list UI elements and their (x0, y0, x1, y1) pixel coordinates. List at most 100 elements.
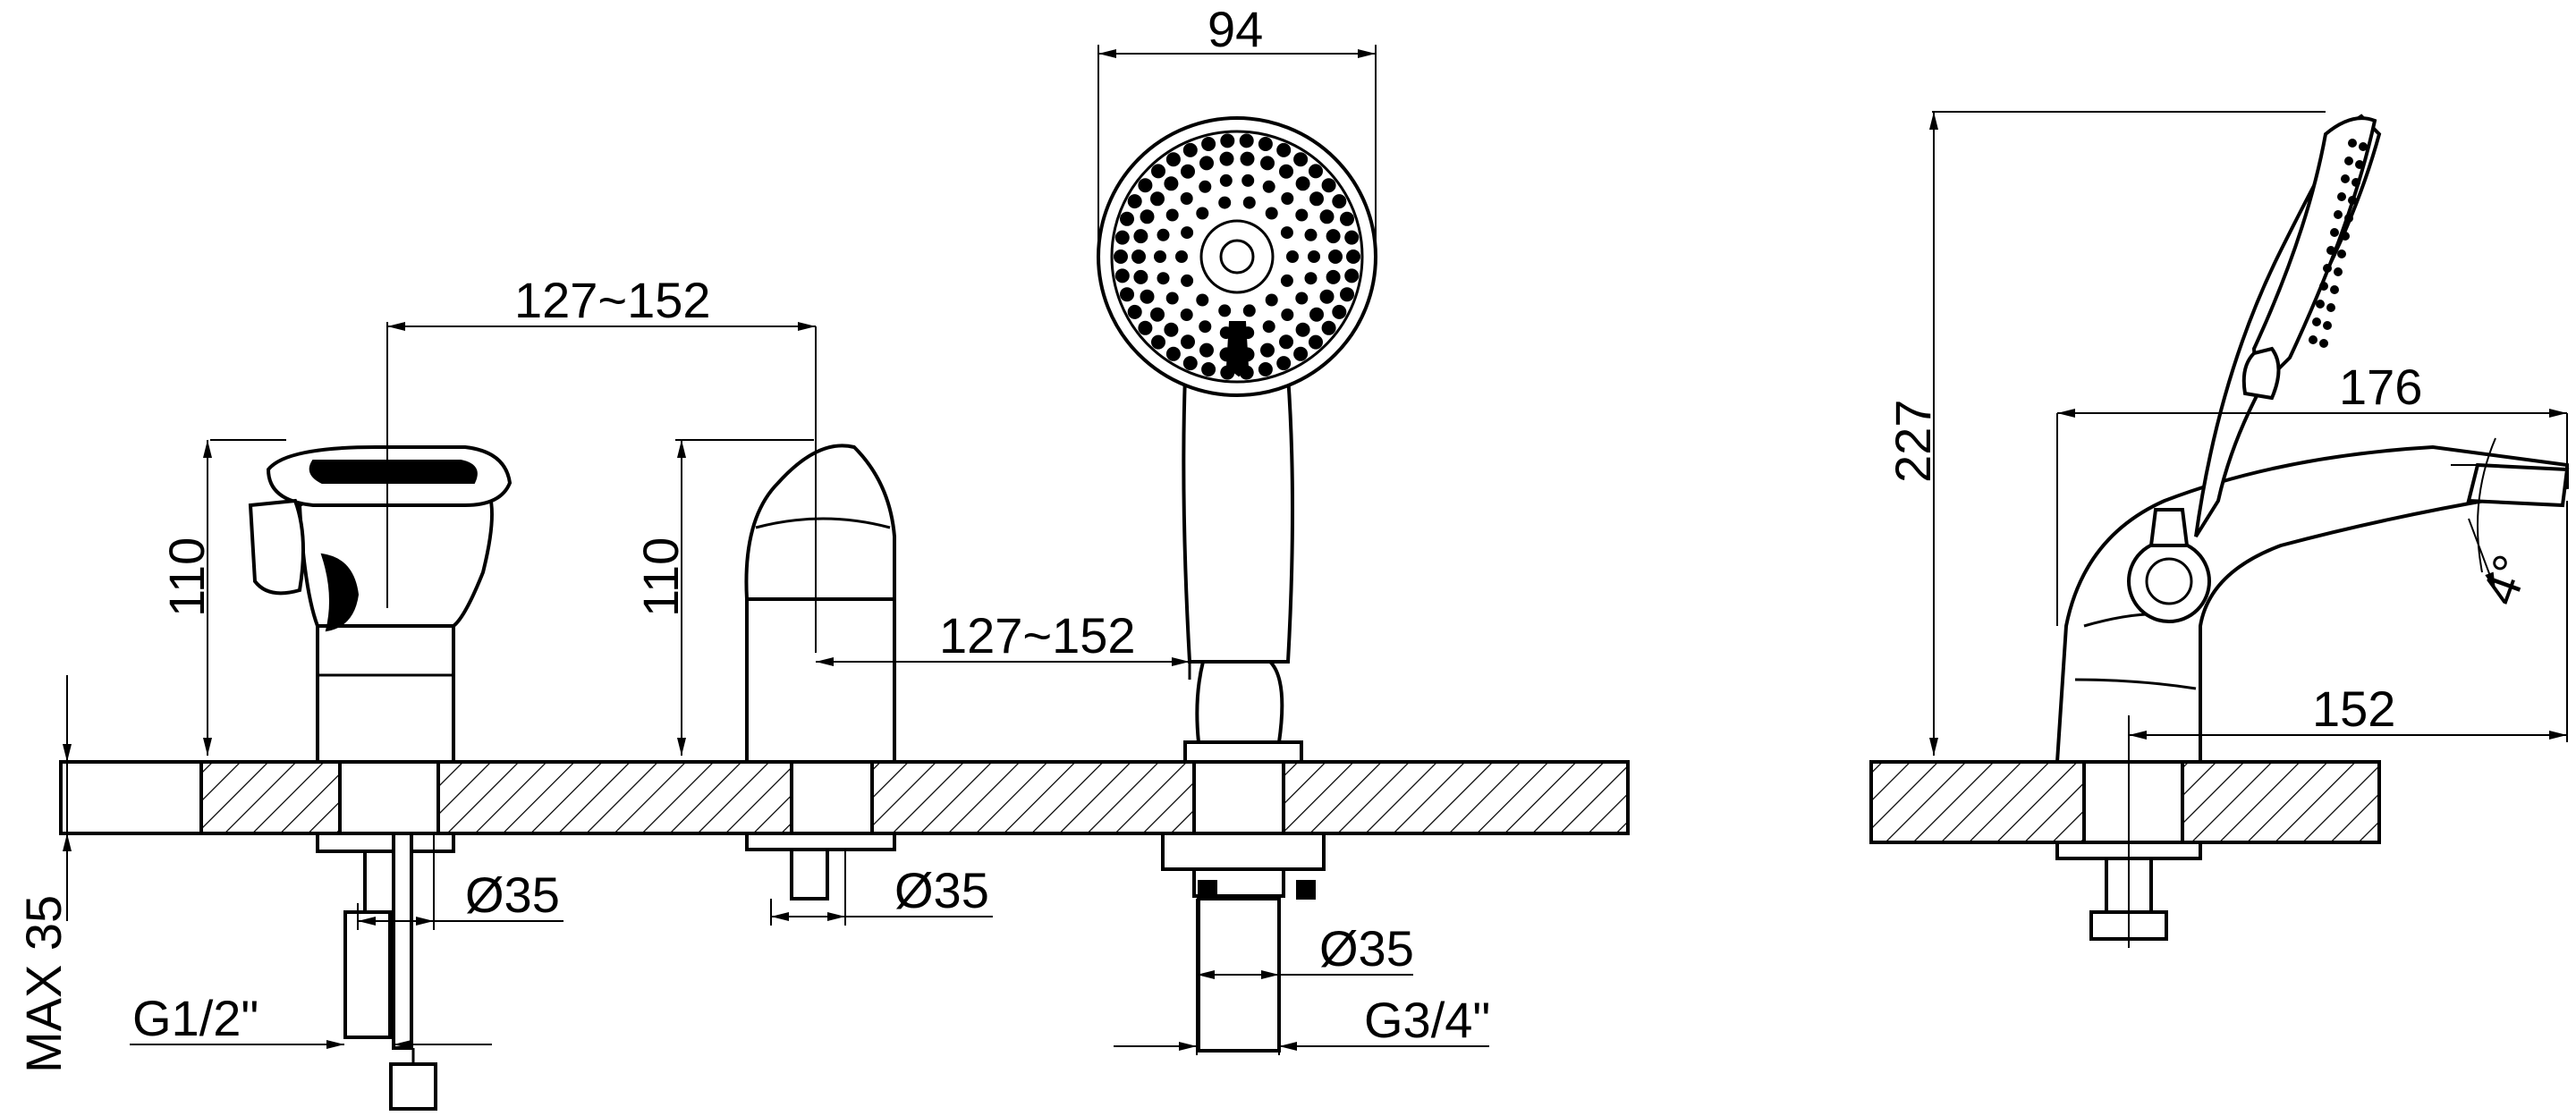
nozzle-dot (1276, 356, 1292, 371)
nozzle-dots (1114, 133, 1360, 380)
nozzle-dot (1196, 207, 1209, 220)
nozzle-dot (1260, 156, 1275, 171)
nozzle-dot (1265, 293, 1278, 307)
nozzle-dot (1276, 142, 1292, 157)
side-nozzle-dot (2319, 282, 2328, 291)
nozzle-dot (1309, 164, 1323, 179)
nozzle-dot (1309, 191, 1324, 207)
nozzle-dot (1262, 320, 1275, 334)
front-view: 110 110 127~152 127~152 94 Ø35 (15, 1, 1630, 1111)
nozzle-dot (1281, 192, 1294, 205)
nozzle-dot (1151, 334, 1165, 350)
nozzle-dot (1181, 226, 1194, 240)
side-view: 227 176 152 4° (1869, 111, 2570, 948)
side-nozzle-dot (2344, 156, 2353, 165)
dim-spout-length: 176 (2339, 359, 2422, 415)
side-nozzle-dot (2359, 142, 2368, 151)
dim-spout-reach: 152 (2312, 681, 2395, 737)
nozzle-dot (1181, 334, 1195, 350)
dim-hole-mixer: Ø35 (465, 867, 560, 923)
nozzle-dot (1133, 269, 1148, 284)
side-nozzle-dot (2323, 264, 2332, 273)
nozzle-dot (1279, 164, 1293, 179)
nozzle-dot (1344, 268, 1360, 283)
nozzle-dot (1133, 229, 1148, 244)
nozzle-dot (1114, 249, 1128, 264)
nozzle-dot (1346, 249, 1360, 264)
nozzle-dot (1120, 211, 1134, 226)
nozzle-dot (1201, 362, 1216, 376)
nozzle-dot (1218, 304, 1232, 317)
nozzle-dot (1242, 304, 1256, 317)
side-nozzle-dot (2348, 139, 2357, 148)
dim-spacing-1: 127~152 (514, 272, 711, 328)
nozzle-dot (1280, 226, 1293, 240)
nozzle-dot (1199, 320, 1212, 334)
side-nozzle-dot (2344, 214, 2353, 223)
nozzle-dot (1340, 211, 1354, 226)
nozzle-dot (1196, 293, 1209, 307)
side-nozzle-dot (2312, 317, 2321, 326)
nozzle-dot (1293, 346, 1309, 361)
side-nozzle-dot (2341, 232, 2350, 241)
side-nozzle-dot (2337, 249, 2346, 258)
nozzle-dot (1242, 196, 1256, 209)
nozzle-dot (1260, 342, 1275, 358)
nozzle-dot (1309, 307, 1324, 322)
nozzle-dot (1127, 194, 1142, 209)
nozzle-dot (1279, 334, 1293, 350)
nozzle-dot (1165, 152, 1181, 167)
nozzle-dot (1344, 230, 1360, 245)
nozzle-dot (1180, 192, 1193, 205)
side-nozzle-dot (2330, 228, 2339, 237)
nozzle-dot (1199, 342, 1214, 358)
nozzle-dot (1180, 309, 1193, 321)
dim-spacing-2: 127~152 (939, 607, 1136, 664)
nozzle-dot (1286, 250, 1299, 263)
dim-diverter-height: 110 (632, 537, 689, 617)
nozzle-dot (1304, 228, 1318, 241)
side-nozzle-dot (2355, 160, 2364, 169)
nozzle-dot (1219, 173, 1233, 187)
nozzle-dot (1308, 250, 1320, 263)
nozzle-dot (1328, 249, 1343, 264)
side-nozzle-dot (2326, 303, 2335, 312)
nozzle-dot (1239, 133, 1254, 148)
nozzle-dot (1219, 347, 1234, 362)
nozzle-dot (1240, 347, 1255, 362)
dim-hole-shower: Ø35 (1319, 920, 1414, 976)
nozzle-dot (1265, 207, 1278, 220)
nozzle-dot (1332, 304, 1347, 319)
nozzle-dot (1321, 320, 1336, 335)
nozzle-dot (1262, 180, 1275, 193)
nozzle-dot (1182, 356, 1198, 371)
side-nozzle-dot (2334, 210, 2343, 219)
side-nozzle-dot (2319, 339, 2328, 348)
nozzle-dot (1241, 173, 1255, 187)
nozzle-dot (1220, 365, 1235, 380)
nozzle-dot (1219, 151, 1234, 166)
side-spout (2055, 114, 2570, 948)
nozzle-dot (1182, 142, 1198, 157)
nozzle-dot (1340, 287, 1354, 302)
front-dimensions: 110 110 127~152 127~152 94 Ø35 (15, 1, 1490, 1073)
nozzle-dot (1114, 268, 1130, 283)
nozzle-dot (1150, 191, 1165, 207)
side-nozzle-dot (2309, 335, 2318, 344)
nozzle-dot (1181, 164, 1195, 179)
nozzle-dot (1157, 272, 1170, 285)
nozzle-dot (1295, 176, 1310, 191)
nozzle-dot (1319, 209, 1335, 224)
nozzle-dot (1240, 151, 1255, 166)
side-nozzle-dot (2323, 321, 2332, 330)
nozzle-dot (1304, 272, 1318, 285)
nozzle-dot (1164, 176, 1179, 191)
nozzle-dot (1151, 164, 1165, 179)
nozzle-dot (1239, 365, 1254, 380)
nozzle-dot (1138, 320, 1153, 335)
side-nozzle-dot (2334, 267, 2343, 276)
nozzle-dot (1326, 269, 1341, 284)
nozzle-dot (1309, 334, 1323, 350)
side-nozzle-dots (2309, 139, 2368, 348)
nozzle-dot (1218, 196, 1232, 209)
